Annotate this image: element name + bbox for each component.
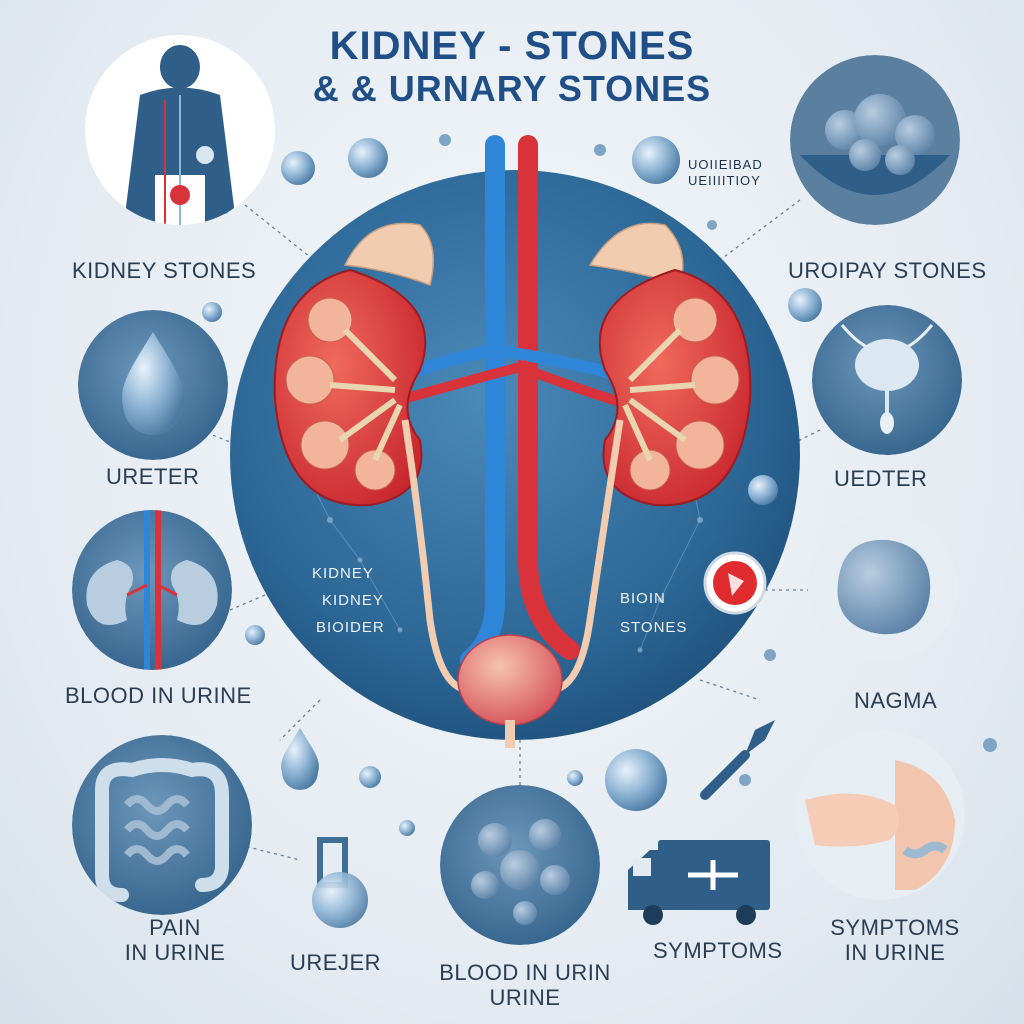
label-ureter-left: URETER xyxy=(106,464,200,489)
droplet-disc xyxy=(78,310,228,460)
stones-bowl-disc xyxy=(790,55,960,225)
label-pain-line2: IN URINE xyxy=(124,940,226,966)
label-symptoms-in-urine: SYMPTOMS IN URINE xyxy=(810,915,980,966)
hand-abdomen-disc xyxy=(795,730,965,900)
label-pain-in-urine: PAIN IN URINE xyxy=(80,915,270,966)
label-blood-bottom-line1: BLOOD IN URIN xyxy=(439,960,611,985)
bladder-disc xyxy=(812,305,962,455)
label-blood-bottom: BLOOD IN URIN URINE xyxy=(420,960,630,1011)
label-symptoms: SYMPTOMS xyxy=(653,938,783,963)
label-blood-in-urine: BLOOD IN URINE xyxy=(65,683,252,708)
inner-label-left-2: KIDNEY xyxy=(322,592,384,609)
label-symptoms-line1: SYMPTOMS xyxy=(830,915,960,940)
page-title-line2: & & URNARY STONES xyxy=(312,68,712,109)
truck-icon xyxy=(628,840,770,925)
label-blood-bottom-line2: URINE xyxy=(489,985,561,1011)
label-ureter-right: UEDTER xyxy=(834,466,928,491)
kidneys-disc xyxy=(72,510,232,670)
label-ureter-bottom: UREJER xyxy=(290,950,382,975)
top-note-line1: UOIIEIBAD xyxy=(688,157,763,172)
label-nasma: NAGMA xyxy=(854,688,938,713)
intestines-disc xyxy=(72,735,252,915)
top-note: UOIIEIBAD UEIIIITIOY xyxy=(688,157,763,190)
human-anatomy-disc xyxy=(85,35,275,225)
inner-label-left-1: KIDNEY xyxy=(312,565,374,582)
stone-disc xyxy=(808,512,958,662)
inner-label-right-1: BIOIN xyxy=(620,590,666,607)
stones-cluster-disc xyxy=(440,785,600,945)
bubble-group xyxy=(202,134,997,836)
label-kidney-stones: KIDNEY STONES xyxy=(72,258,257,283)
top-note-line2: UEIIIITIOY xyxy=(688,173,761,189)
inner-label-left-3: BIOIDER xyxy=(316,619,385,636)
inner-label-right-2: STONES xyxy=(620,619,688,636)
label-symptoms-line2: IN URINE xyxy=(844,940,946,966)
label-urinary-stones: UROIPAY STONES xyxy=(788,258,987,283)
label-pain-line1: PAIN xyxy=(149,915,201,940)
page-title-line1: KIDNEY - STONES xyxy=(329,24,695,68)
